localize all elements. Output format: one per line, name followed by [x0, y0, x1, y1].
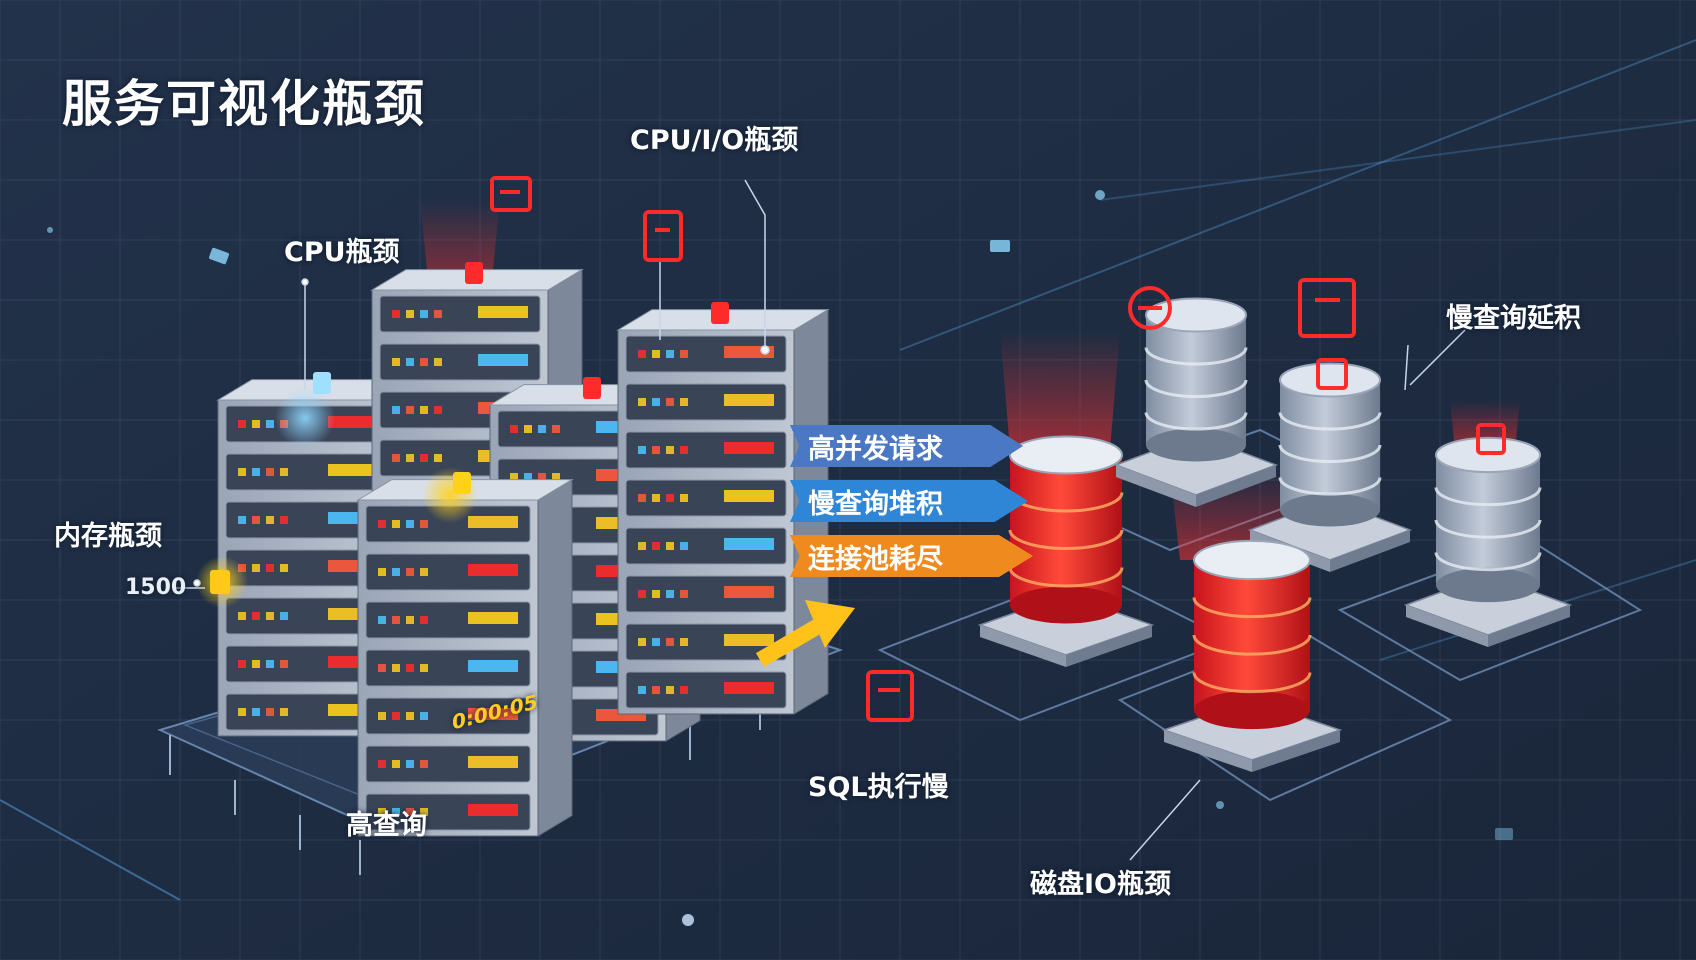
flow-arrow-concurrent-requests: 高并发请求 — [790, 425, 1023, 467]
alert-icon-7 — [866, 670, 914, 722]
floating-nodes — [47, 190, 1513, 926]
flow-arrow-label: 慢查询堆积 — [808, 488, 943, 520]
slow-query-delay-label: 慢查询延积 — [1446, 303, 1581, 334]
io-bottleneck-label: CPU/I/O瓶颈 — [630, 125, 799, 156]
flow-arrow-label: 连接池耗尽 — [808, 543, 943, 575]
database-cylinder — [1247, 362, 1413, 572]
memory-bottleneck-label: 内存瓶颈 — [54, 521, 162, 552]
flow-arrow-slow-query-backlog: 慢查询堆积 — [790, 480, 1028, 522]
database-cylinders — [977, 297, 1573, 772]
alert-icon-6 — [1476, 423, 1506, 455]
status-glows — [196, 388, 478, 608]
database-cylinder — [1403, 436, 1573, 647]
server-racks — [216, 262, 830, 837]
server-rack — [616, 302, 830, 715]
alert-icon-3 — [1128, 286, 1172, 330]
alert-icon-5 — [1316, 358, 1348, 390]
alert-icon-4 — [1298, 278, 1356, 338]
high-query-label: 高查询 — [346, 810, 427, 841]
page-title: 服务可视化瓶颈 — [62, 75, 426, 133]
disk-io-bottleneck-label: 磁盘IO瓶颈 — [1030, 869, 1171, 900]
flow-arrow-label: 高并发请求 — [808, 433, 943, 465]
cpu-bottleneck-label: CPU瓶颈 — [284, 237, 400, 268]
sql-slow-label: SQL执行慢 — [808, 772, 949, 803]
memory-value-label: 1500 — [125, 575, 187, 600]
yellow-flow-arrow — [755, 600, 855, 667]
leader-lines — [175, 179, 1466, 861]
server-rack — [356, 472, 574, 837]
alert-icon-2 — [643, 210, 683, 262]
alert-icon-1 — [490, 176, 532, 212]
database-cylinder-alert — [1161, 539, 1343, 772]
database-cylinder — [1113, 297, 1279, 507]
alert-icons — [490, 176, 1506, 722]
database-cylinder-alert — [977, 435, 1155, 667]
flow-arrow-connection-pool: 连接池耗尽 — [790, 535, 1033, 577]
